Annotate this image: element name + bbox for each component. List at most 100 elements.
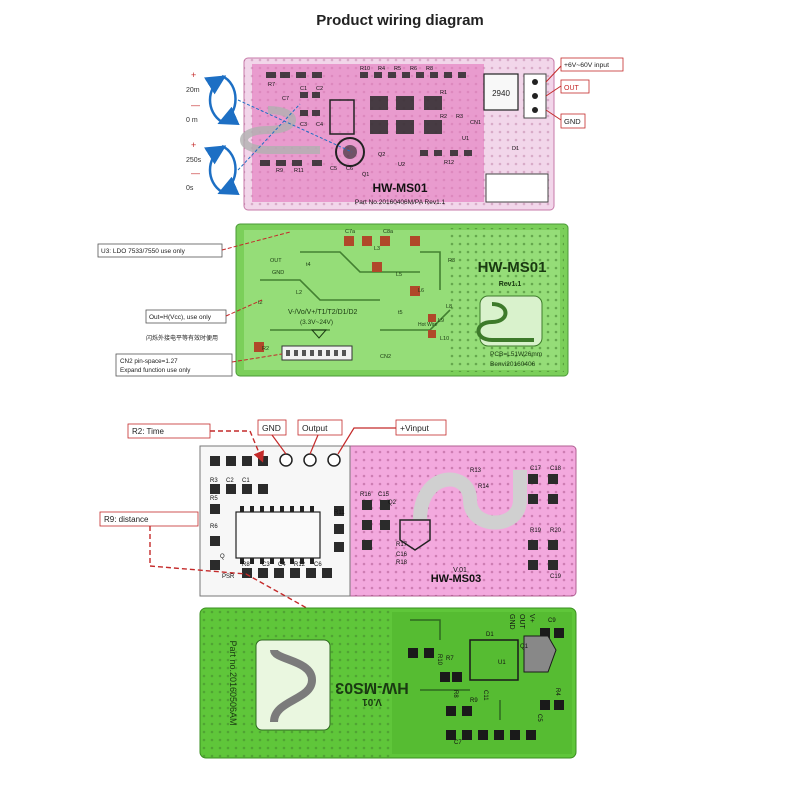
chip-2940: 2940 [492,89,510,98]
board3-part-label: R20 [550,528,562,534]
callout-gnd-ms03: GND [262,423,281,433]
board1-part-label: C4 [316,122,323,128]
time-value-250s: 250s [186,157,202,164]
board4-part-label: R9 [470,698,478,704]
board4-pin-label: OUT [518,614,525,630]
board1-part-label: R2 [440,114,447,120]
board1-part-label: R9 [276,168,283,174]
board4-pin-label: GND [508,614,515,630]
board4-part-label: U1 [498,660,506,666]
board3-callouts: R2: Time GND Output +Vinput R9: distance [99,419,499,716]
board3-part-label: C4 [278,562,286,568]
board2-part-label: OUT [270,258,282,264]
board3-part-label: Q2 [388,500,397,506]
board4-pin-label: V+ [528,614,535,623]
board2-part-label: t2 [258,300,263,306]
callout-input-voltage: +6V~60V input [564,62,609,69]
board3-part-label: C18 [550,466,562,472]
board4-part-label: C11 [482,690,488,701]
board3-part-label: C1 [242,478,250,484]
callout-cn2-line1: CN2 pin-space=1.27 [120,358,178,365]
board2-part-label: L2 [296,290,302,296]
board-hw-ms01-green: HW-MS01 Rev1.1 PCB=L51W26mm Benvi2016040… [235,223,569,377]
callout-r9-distance: R9: distance [104,515,149,524]
board1-part-label: CN1 [470,120,481,126]
board2-formula: V-/Vo/V+/T1/T2/D1/D2 [288,309,358,316]
board3-part-label: R6 [210,524,218,530]
board1-part-label: R1 [440,90,447,96]
board3-part-label: R5 [210,496,218,502]
board1-adjust-arrows: + 20m — 0 m + 250s — 0s [186,70,353,196]
board4-part-label: D1 [486,632,494,638]
board3-part-label: C16 [396,552,408,558]
board1-part-label: R12 [444,160,454,166]
page-title: Product wiring diagram [316,12,484,29]
board3-part-label: C15 [378,492,390,498]
board1-part-label: R4 [378,66,385,72]
board3-ver: V.01 [453,567,467,574]
board3-part-label: R18 [396,560,408,566]
range-zero-top: 0 m [186,117,198,124]
board1-callouts: +6V~60V input OUT GND [545,57,624,129]
board2-part-label: L5 [396,272,402,278]
time-plus: + [191,140,196,150]
board3-part-label: R17 [396,542,408,548]
board3-part-label: R13 [470,468,482,474]
board2-date: Benvi20160406 [490,361,536,368]
board4-part-label: C9 [548,618,556,624]
board4-part-label: R7 [446,656,454,662]
board3-part-label: Q [220,554,225,560]
board1-part-label: C5 [330,166,337,172]
board1-part-label: R11 [294,168,304,174]
board1-part-label: R7 [268,82,275,88]
board2-name: HW-MS01 [478,259,547,276]
board2-voltage: (3.3V~24V) [300,319,333,326]
board4-part-label: Q1 [520,644,529,650]
board1-name: HW-MS01 [372,181,427,195]
board3-part-label: R8 [242,562,250,568]
board2-part-label: L10 [440,336,449,342]
board1-part-label: Q1 [362,172,369,178]
board3-part-label: R14 [478,484,490,490]
board3-name: HW-MS03 [431,573,482,585]
board3-part-label: C19 [550,574,562,580]
board3-part-label: PSR [222,574,235,580]
range-minus-top: — [191,100,200,110]
board2-part-label: L8 [446,304,452,310]
board3-part-label: R16 [360,492,372,498]
board4-ver: V.01 [362,696,382,707]
board2-part-label: CN2 [380,354,391,360]
board3-part-label: R3 [210,478,218,484]
board1-part-label: R8 [426,66,433,72]
board3-part-label: C3 [262,562,270,568]
board2-part-label: L3 [374,246,380,252]
board3-part-label: C2 [226,478,234,484]
callout-u3: U3: LDO 7533/7550 use only [101,248,186,255]
board1-part-label: C6 [346,166,353,172]
board2-part-label: t5 [398,310,403,316]
board2-part-label: t4 [306,262,311,268]
board1-part-label: R6 [410,66,417,72]
board4-part-label: C7 [454,740,462,746]
board2-part-label: L6 [418,288,424,294]
board4-part-label: R8 [452,690,458,698]
board1-part-label: Q2 [378,152,385,158]
callout-r2-time: R2: Time [132,427,165,436]
board2-hot-wire: Hot Wire [418,322,438,328]
board2-part-label: R3 [448,258,455,264]
board1-part-label: R5 [394,66,401,72]
board2-part-label: L9 [438,318,444,324]
callout-cn2-line2: Expand function use only [120,367,191,374]
board1-part-label: C1 [300,86,307,92]
board-hw-ms01-top: 2940 HW-MS01 Part No.20160406M/PA Rev1.1… [240,57,555,211]
callout-out: OUT [564,85,580,92]
callout-cn-note: 闪烁外接电平等有效时便用 [146,334,218,342]
time-minus: — [191,168,200,178]
board1-part-label: U2 [398,162,405,168]
board1-part-label: C2 [316,86,323,92]
callout-output: Output [302,423,328,433]
board2-part-label: R2 [262,346,269,352]
